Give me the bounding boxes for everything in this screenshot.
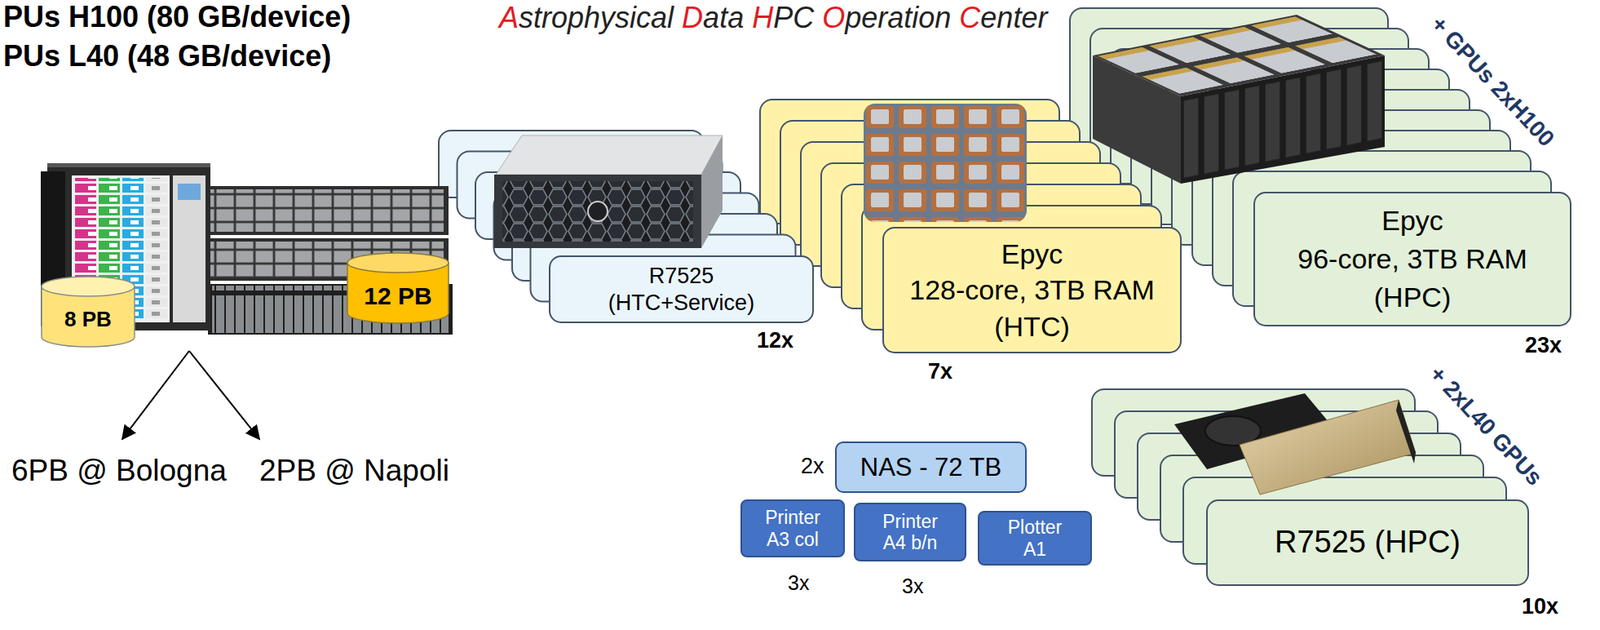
plotter-box: PlotterA1 [977, 510, 1092, 566]
server-picture-part [495, 135, 723, 175]
cylinder-top [347, 252, 449, 273]
storage-cylinder: 8 PB [40, 275, 136, 348]
node-text: A3 col [766, 528, 819, 550]
server-card: R7525 (HPC) [1206, 499, 1530, 586]
node-text: 96-core, 3TB RAM [1297, 239, 1528, 279]
site-arrows [122, 350, 260, 439]
cpu-picture [863, 103, 1027, 222]
site-label: 6PB @ Bologna [11, 453, 227, 489]
title-word [813, 0, 823, 35]
node-text: NAS - 72 TB [860, 452, 1002, 482]
green-card-stack [1091, 388, 1507, 564]
tape-library-part [145, 177, 168, 320]
count-label: 12x [756, 327, 794, 354]
gpu-card-picture [1174, 393, 1416, 495]
gpu-server-picture [1092, 14, 1385, 184]
title-word [673, 0, 682, 35]
node-text: R7525 (HPC) [1274, 523, 1461, 562]
title-word: Data [681, 0, 744, 36]
cylinder-top [41, 276, 135, 297]
disk-array [203, 185, 453, 335]
gpu-spec: PUs L40 (48 GB/device) [3, 39, 332, 73]
node-text: A1 [1023, 538, 1047, 560]
title-word: Operation [822, 0, 951, 36]
tape-library-part [172, 175, 206, 323]
site-label: 2PB @ Napoli [259, 453, 450, 489]
cpu-picture-part [863, 103, 1027, 222]
gpu-spec: PUs H100 (80 GB/device) [3, 0, 351, 34]
node-text: 128-core, 3TB RAM [909, 271, 1154, 308]
node-text: Epyc [1001, 235, 1064, 272]
printer-box: PrinterA4 b/n [853, 502, 967, 562]
storage-cylinder: 12 PB [346, 251, 450, 324]
node-text: Epyc [1381, 201, 1444, 240]
node-text: Printer [764, 506, 821, 528]
count-label: 2x [800, 453, 825, 479]
diagram-title: Astrophysical Data HPC Operation Center [499, 0, 1048, 36]
node-text: 8 PB [64, 307, 112, 332]
node-text: (HPC) [1374, 278, 1451, 317]
title-word: Astrophysical [499, 0, 674, 36]
server-picture [494, 135, 723, 248]
node-text: A4 b/n [883, 531, 938, 553]
server-picture-part [587, 201, 608, 221]
site-arrows-part [189, 350, 260, 439]
count-label: 23x [1524, 332, 1562, 359]
node-text: (HTC+Service) [608, 289, 755, 316]
node-text: Plotter [1007, 516, 1062, 538]
storage-box: NAS - 72 TB [835, 441, 1027, 493]
gpu-server-picture-part [1092, 14, 1385, 97]
server-card: Epyc96-core, 3TB RAM(HPC) [1253, 191, 1572, 327]
count-label: 10x [1521, 593, 1559, 619]
server-picture-part [502, 181, 694, 242]
server-card: R7525(HTC+Service) [548, 255, 814, 323]
disk-array-part [208, 189, 444, 232]
disk-array-part [203, 185, 449, 235]
count-label: 3x [787, 570, 809, 595]
cpu-picture-part [863, 103, 1027, 222]
node-text: 12 PB [363, 282, 432, 311]
node-text: Printer [882, 510, 938, 532]
gpu-card-picture-part [1239, 399, 1416, 495]
printer-box: PrinterA3 col [740, 499, 845, 557]
title-word: HPC [751, 0, 814, 36]
title-word [950, 0, 960, 35]
count-label: 3x [901, 574, 924, 598]
server-picture-part [701, 135, 723, 248]
title-word [743, 0, 752, 35]
node-text: (HTC) [994, 308, 1070, 345]
gpu-card-picture-part [1396, 399, 1416, 464]
title-word: Center [959, 0, 1048, 36]
tape-library-part [177, 183, 201, 200]
site-arrows-part [122, 350, 190, 439]
node-text: R7525 [649, 262, 715, 289]
server-picture-part [494, 174, 702, 248]
count-label: 7x [928, 358, 953, 385]
server-card: Epyc128-core, 3TB RAM(HTC) [882, 226, 1182, 354]
